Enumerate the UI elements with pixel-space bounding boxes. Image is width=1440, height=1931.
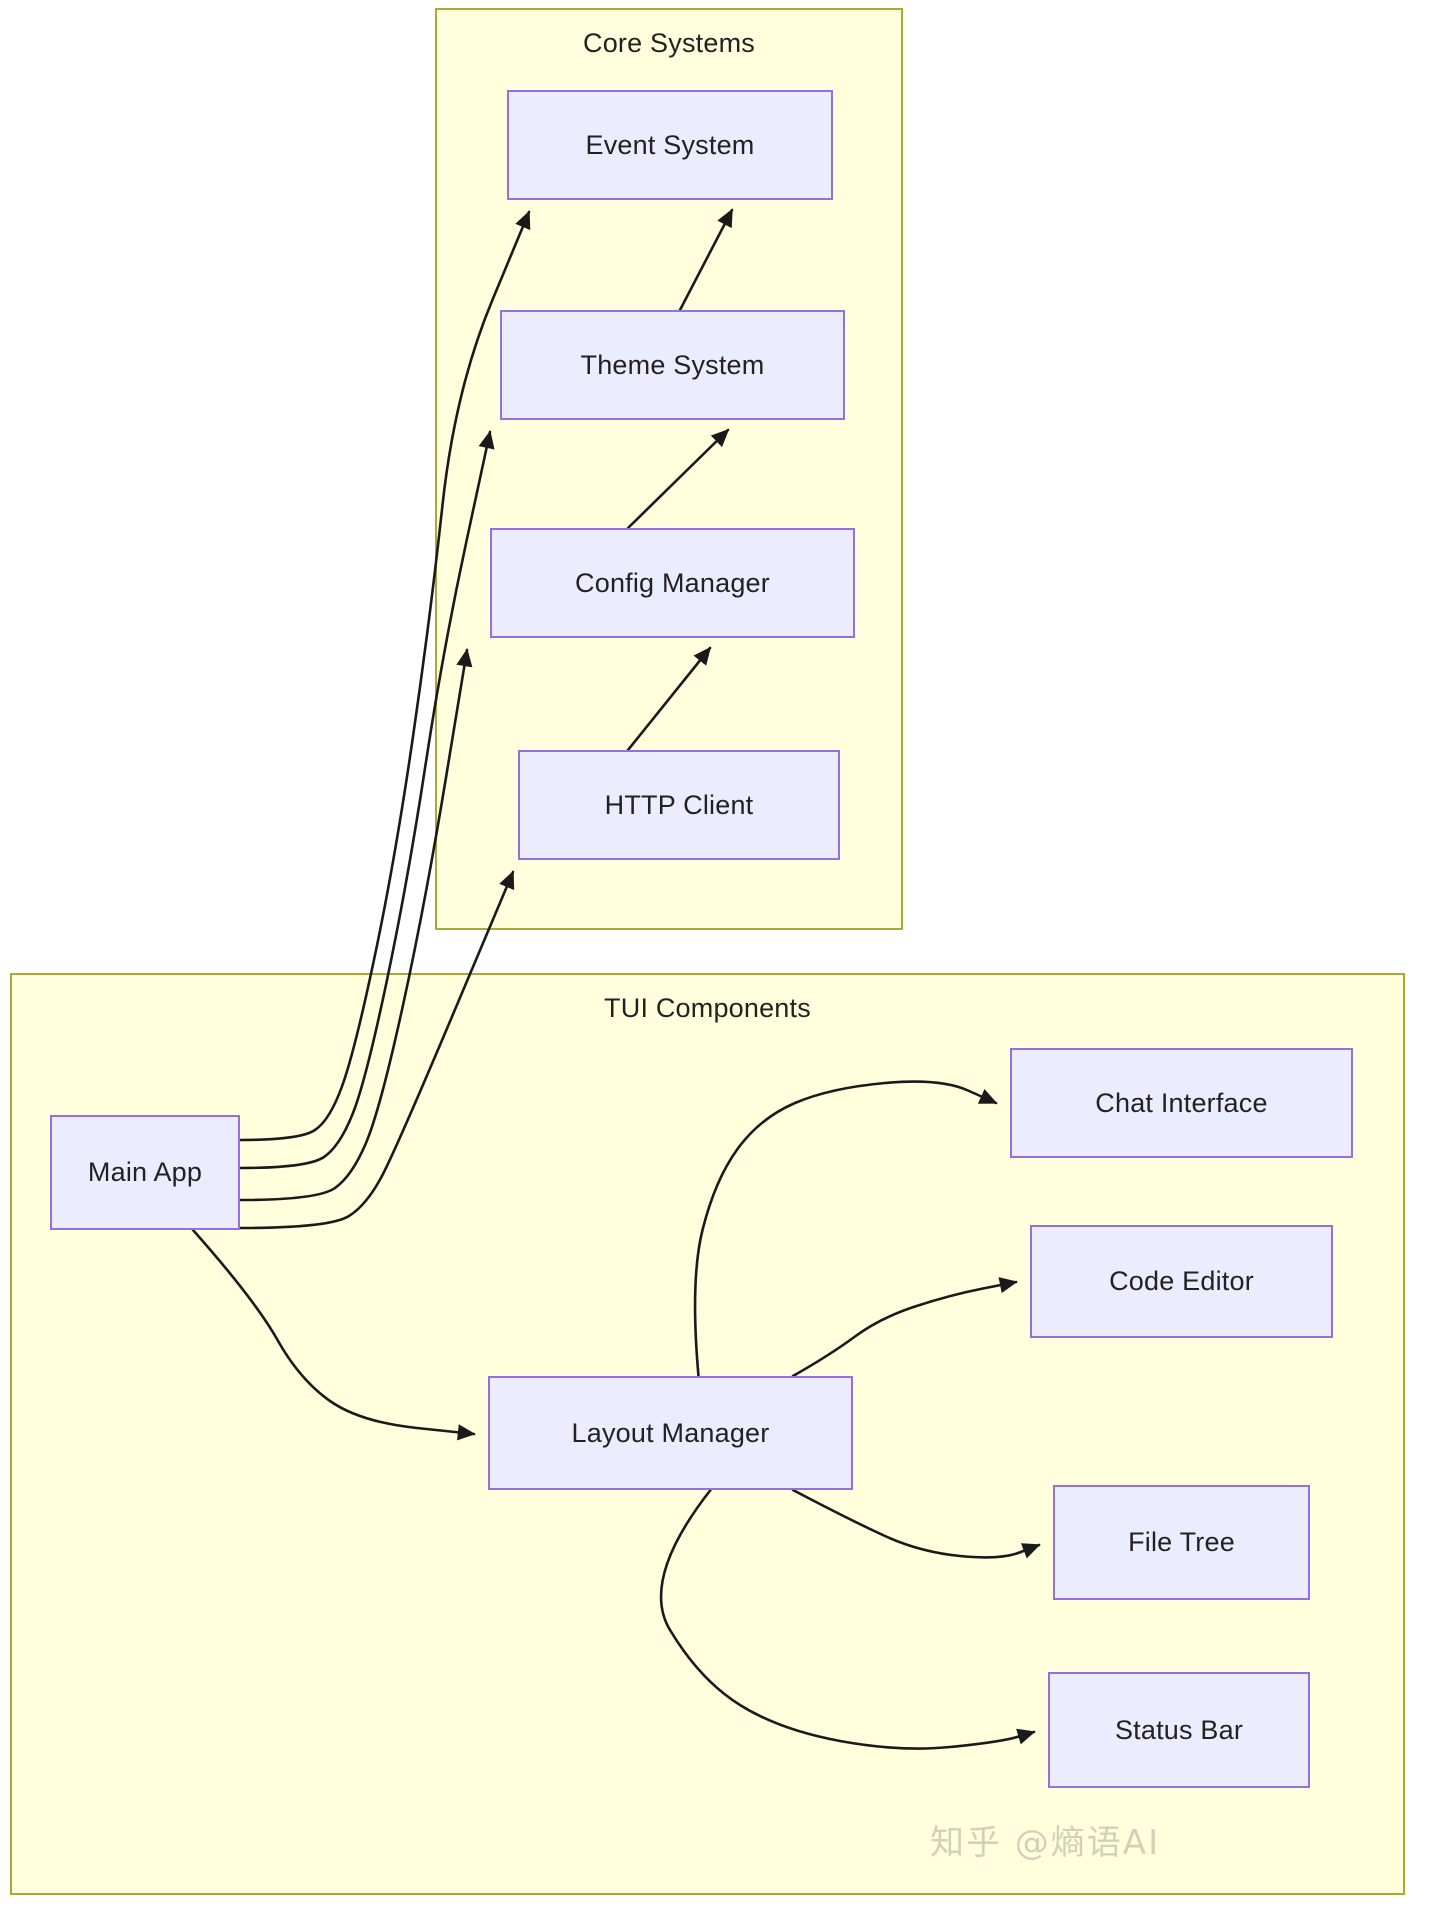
node-theme-system-label: Theme System — [580, 349, 765, 380]
node-http-client[interactable]: HTTP Client — [518, 750, 840, 860]
node-layout-manager[interactable]: Layout Manager — [488, 1376, 853, 1490]
node-layout-manager-label: Layout Manager — [571, 1417, 770, 1448]
cluster-tui-components-label: TUI Components — [604, 993, 811, 1023]
node-event-system[interactable]: Event System — [507, 90, 833, 200]
node-event-system-label: Event System — [585, 129, 755, 160]
cluster-core-systems-label: Core Systems — [583, 28, 755, 58]
node-theme-system[interactable]: Theme System — [500, 310, 845, 420]
node-chat-interface[interactable]: Chat Interface — [1010, 1048, 1353, 1158]
node-code-editor[interactable]: Code Editor — [1030, 1225, 1333, 1338]
node-config-manager-label: Config Manager — [575, 567, 770, 598]
node-main-app[interactable]: Main App — [50, 1115, 240, 1230]
node-file-tree-label: File Tree — [1128, 1527, 1235, 1557]
node-file-tree[interactable]: File Tree — [1053, 1485, 1310, 1600]
node-code-editor-label: Code Editor — [1109, 1266, 1254, 1296]
node-main-app-label: Main App — [87, 1157, 203, 1187]
watermark-text: 知乎 @熵语AI — [930, 1823, 1161, 1863]
node-status-bar-label: Status Bar — [1114, 1714, 1244, 1745]
node-config-manager[interactable]: Config Manager — [490, 528, 855, 638]
node-http-client-label: HTTP Client — [604, 789, 754, 820]
node-status-bar[interactable]: Status Bar — [1048, 1672, 1310, 1788]
node-chat-interface-label: Chat Interface — [1095, 1087, 1268, 1118]
